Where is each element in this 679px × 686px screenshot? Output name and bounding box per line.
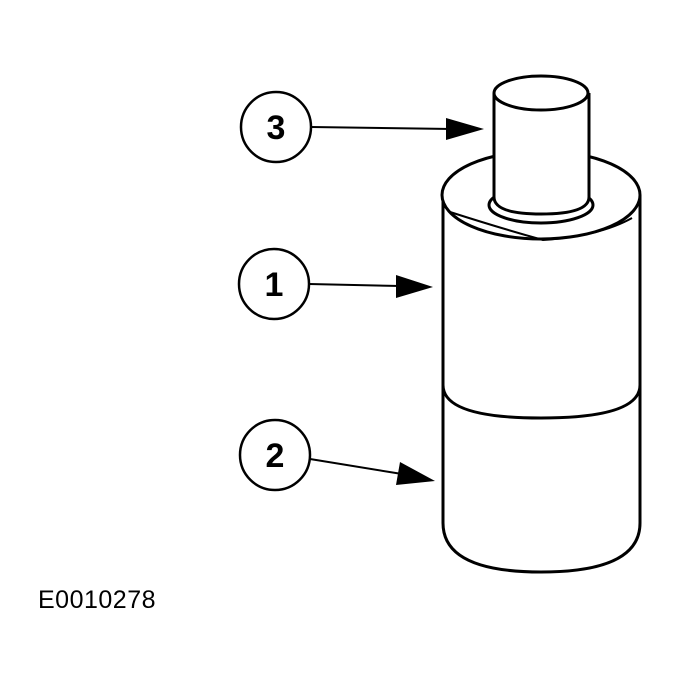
plunger-top bbox=[492, 74, 590, 112]
callout-2-circle bbox=[238, 418, 312, 492]
callout-3-label: 3 bbox=[267, 109, 286, 147]
figure-reference-code: E0010278 bbox=[38, 586, 157, 614]
callout-1: 1 bbox=[237, 247, 433, 321]
section-divider bbox=[441, 384, 642, 420]
callout-2: 2 bbox=[238, 418, 435, 492]
callout-2-arrowhead bbox=[396, 462, 435, 485]
callout-3-arrowhead bbox=[446, 118, 484, 140]
callout-1-arrowhead bbox=[396, 275, 433, 298]
callout-1-leader bbox=[308, 283, 401, 287]
callout-2-leader bbox=[309, 458, 403, 475]
callout-2-label: 2 bbox=[266, 437, 285, 475]
callout-3: 3 bbox=[239, 90, 484, 164]
cylinder-outline bbox=[441, 195, 642, 574]
plunger-body bbox=[492, 93, 591, 216]
callout-3-leader bbox=[310, 126, 453, 130]
callout-1-label: 1 bbox=[265, 266, 284, 304]
top-chamfer-line bbox=[449, 211, 633, 242]
plunger bbox=[492, 74, 591, 216]
